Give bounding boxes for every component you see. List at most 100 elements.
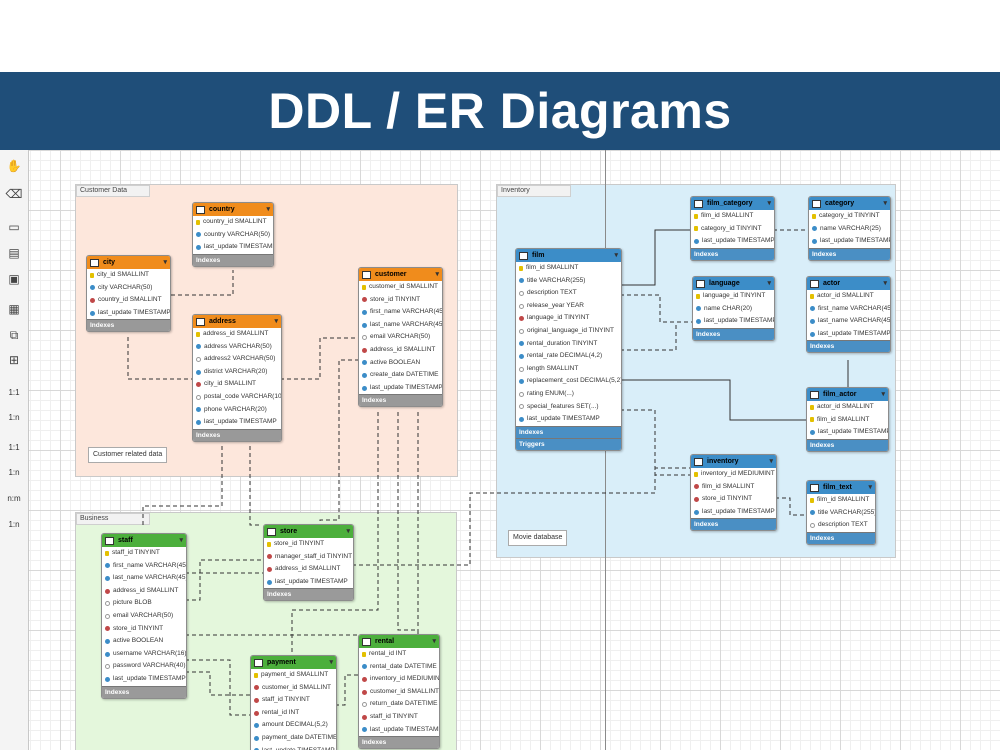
column-row[interactable]: active BOOLEAN: [102, 635, 186, 648]
column-row[interactable]: last_update TIMESTAMP: [264, 576, 353, 589]
rel-1-n-id-icon[interactable]: 1:n: [4, 462, 24, 482]
column-row[interactable]: name VARCHAR(25): [809, 223, 890, 236]
column-row[interactable]: description TEXT: [516, 287, 621, 300]
column-row[interactable]: store_id TINYINT: [264, 538, 353, 551]
column-row[interactable]: length SMALLINT: [516, 363, 621, 376]
hand-icon[interactable]: ✋: [4, 156, 24, 176]
rel-1-n-icon[interactable]: 1:n: [4, 407, 24, 427]
column-row[interactable]: city VARCHAR(50): [87, 282, 170, 295]
column-row[interactable]: last_update TIMESTAMP: [807, 328, 890, 341]
table-header[interactable]: customer▾: [359, 268, 442, 281]
column-row[interactable]: film_id SMALLINT: [807, 414, 888, 427]
column-row[interactable]: title VARCHAR(255): [516, 275, 621, 288]
collapse-chevron-icon[interactable]: ▾: [346, 528, 350, 535]
table-header[interactable]: country▾: [193, 203, 273, 216]
section-indexes[interactable]: Indexes: [691, 247, 774, 260]
collapse-chevron-icon[interactable]: ▾: [266, 206, 270, 213]
column-row[interactable]: film_id SMALLINT: [516, 262, 621, 275]
column-row[interactable]: title VARCHAR(255): [807, 507, 875, 520]
section-indexes[interactable]: Indexes: [193, 253, 273, 266]
collapse-chevron-icon[interactable]: ▾: [881, 391, 885, 398]
column-row[interactable]: last_update TIMESTAMP: [193, 416, 281, 429]
column-row[interactable]: store_id TINYINT: [359, 294, 442, 307]
section-indexes[interactable]: Indexes: [807, 340, 890, 353]
column-row[interactable]: store_id TINYINT: [691, 493, 776, 506]
section-indexes[interactable]: Indexes: [691, 518, 776, 531]
column-row[interactable]: country_id SMALLINT: [193, 216, 273, 229]
section-indexes[interactable]: Indexes: [264, 588, 353, 601]
table-header[interactable]: film_text▾: [807, 481, 875, 494]
table-header[interactable]: payment▾: [251, 656, 336, 669]
column-row[interactable]: last_update TIMESTAMP: [102, 673, 186, 686]
section-indexes[interactable]: Indexes: [193, 428, 281, 441]
rel-1-1-id-icon[interactable]: 1:1: [4, 437, 24, 457]
table-header[interactable]: film_actor▾: [807, 388, 888, 401]
column-row[interactable]: film_id SMALLINT: [691, 210, 774, 223]
column-row[interactable]: payment_date DATETIME: [251, 732, 336, 745]
column-row[interactable]: last_update TIMESTAMP: [693, 315, 774, 328]
section-indexes[interactable]: Indexes: [693, 327, 774, 340]
collapse-chevron-icon[interactable]: ▾: [767, 280, 771, 287]
column-row[interactable]: film_id SMALLINT: [691, 481, 776, 494]
section-indexes[interactable]: Indexes: [807, 438, 888, 451]
table-header[interactable]: rental▾: [359, 635, 439, 648]
column-row[interactable]: country VARCHAR(50): [193, 229, 273, 242]
column-row[interactable]: last_update TIMESTAMP: [691, 506, 776, 519]
column-row[interactable]: rental_id INT: [251, 707, 336, 720]
collapse-chevron-icon[interactable]: ▾: [274, 318, 278, 325]
column-row[interactable]: last_update TIMESTAMP: [807, 426, 888, 439]
column-row[interactable]: return_date DATETIME: [359, 698, 439, 711]
column-row[interactable]: category_id TINYINT: [691, 223, 774, 236]
column-row[interactable]: last_update TIMESTAMP: [359, 724, 439, 737]
table-header[interactable]: category▾: [809, 197, 890, 210]
section-triggers[interactable]: Triggers: [516, 437, 621, 450]
rel-1-1-icon[interactable]: 1:1: [4, 382, 24, 402]
column-row[interactable]: original_language_id TINYINT: [516, 325, 621, 338]
column-row[interactable]: first_name VARCHAR(45): [359, 306, 442, 319]
column-row[interactable]: active BOOLEAN: [359, 357, 442, 370]
column-row[interactable]: address_id SMALLINT: [264, 563, 353, 576]
column-row[interactable]: name CHAR(20): [693, 303, 774, 316]
column-row[interactable]: manager_staff_id TINYINT: [264, 551, 353, 564]
table-icon[interactable]: ▦: [4, 299, 24, 319]
column-row[interactable]: amount DECIMAL(5,2): [251, 719, 336, 732]
column-row[interactable]: address VARCHAR(50): [193, 341, 281, 354]
column-row[interactable]: last_update TIMESTAMP: [359, 382, 442, 395]
column-row[interactable]: description TEXT: [807, 519, 875, 532]
note-movie-database[interactable]: Movie database: [508, 530, 568, 546]
column-row[interactable]: language_id TINYINT: [693, 290, 774, 303]
column-row[interactable]: email VARCHAR(50): [102, 610, 186, 623]
collapse-chevron-icon[interactable]: ▾: [179, 537, 183, 544]
column-row[interactable]: password VARCHAR(40): [102, 660, 186, 673]
column-row[interactable]: rental_rate DECIMAL(4,2): [516, 350, 621, 363]
column-row[interactable]: actor_id SMALLINT: [807, 290, 890, 303]
section-indexes[interactable]: Indexes: [359, 394, 442, 407]
column-row[interactable]: country_id SMALLINT: [87, 294, 170, 307]
column-row[interactable]: last_update TIMESTAMP: [516, 413, 621, 426]
column-row[interactable]: last_update TIMESTAMP: [251, 745, 336, 750]
column-row[interactable]: store_id TINYINT: [102, 623, 186, 636]
section-indexes[interactable]: Indexes: [359, 736, 439, 749]
layer-icon[interactable]: ▭: [4, 217, 24, 237]
column-row[interactable]: last_name VARCHAR(45): [807, 315, 890, 328]
collapse-chevron-icon[interactable]: ▾: [163, 259, 167, 266]
column-row[interactable]: address_id SMALLINT: [102, 585, 186, 598]
table-header[interactable]: actor▾: [807, 277, 890, 290]
column-row[interactable]: district VARCHAR(20): [193, 366, 281, 379]
column-row[interactable]: language_id TINYINT: [516, 312, 621, 325]
routine-icon[interactable]: ⊞: [4, 350, 24, 370]
collapse-chevron-icon[interactable]: ▾: [432, 638, 436, 645]
